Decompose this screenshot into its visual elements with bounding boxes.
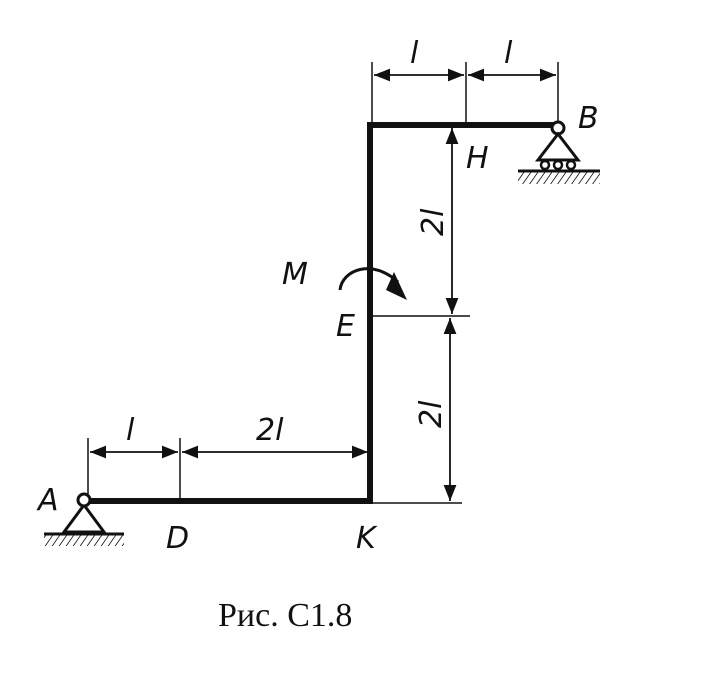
support-a-pin xyxy=(44,492,124,546)
label-moment-m: M xyxy=(282,257,308,292)
label-point-d: D xyxy=(166,521,189,556)
dim-label-top-right: l xyxy=(504,36,513,71)
moment-m-arrow xyxy=(338,267,407,300)
dim-label-bottom-right: 2l xyxy=(256,413,284,448)
dim-label-top-left: l xyxy=(410,36,419,71)
support-b-roller xyxy=(518,120,600,184)
dimension-lines xyxy=(90,68,556,501)
label-point-k: K xyxy=(356,521,378,556)
frame-structure xyxy=(88,122,558,504)
dim-label-bottom-left: l xyxy=(126,413,135,448)
figure-caption: Рис. С1.8 xyxy=(218,597,352,634)
label-point-b: B xyxy=(578,101,599,136)
label-point-e: E xyxy=(336,309,355,344)
extension-lines xyxy=(87,62,559,504)
label-point-h: H xyxy=(466,141,489,176)
dim-label-right-upper: 2l xyxy=(416,208,451,236)
label-point-a: A xyxy=(36,483,59,518)
dim-label-right-lower: 2l xyxy=(414,400,449,428)
